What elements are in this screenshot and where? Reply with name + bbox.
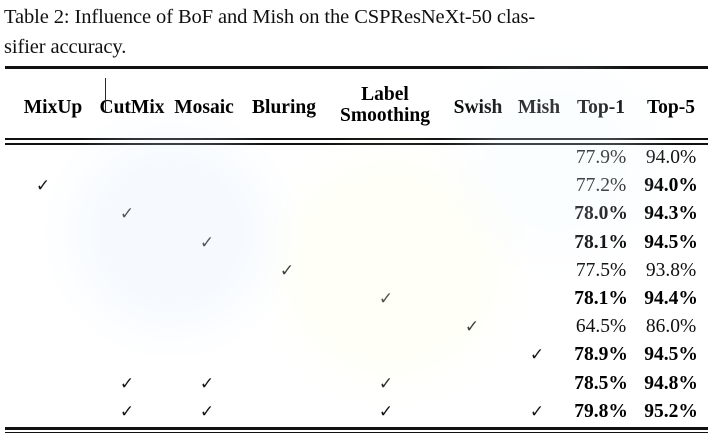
checkmark-icon: ✓	[378, 373, 394, 394]
text-cursor-artifact	[105, 78, 106, 113]
table-row: ✓ 78.1% 94.4%	[0, 286, 713, 314]
cell-top5-value: 94.5%	[644, 231, 698, 253]
cell-top1-value: 78.1%	[574, 287, 628, 309]
table-header-rule-lower	[5, 143, 708, 145]
table-row: ✓ ✓ ✓ ✓ 79.8% 95.2%	[0, 399, 713, 427]
column-header-label-smoothing-line-1: Label	[361, 84, 409, 105]
table-row: ✓ 78.0% 94.3%	[0, 201, 713, 229]
column-header-mish: Mish	[517, 97, 561, 118]
table-row: ✓ 78.1% 94.5%	[0, 230, 713, 258]
cell-top5-value: 94.0%	[645, 147, 697, 168]
column-header-top5: Top-5	[646, 97, 696, 118]
cell-top5-value: 93.8%	[645, 259, 697, 281]
table-row: ✓ 64.5% 86.0%	[0, 314, 713, 342]
cell-top1-value: 79.8%	[574, 400, 628, 422]
cell-top5-value: 94.0%	[644, 175, 698, 197]
cell-top5-value: 95.2%	[644, 400, 698, 422]
cell-top5-value: 94.5%	[644, 344, 698, 366]
checkmark-icon: ✓	[529, 345, 545, 366]
column-header-mosaic: Mosaic	[174, 97, 234, 118]
caption-line-1: Table 2: Influence of BoF and Mish on th…	[4, 6, 536, 28]
checkmark-icon: ✓	[529, 401, 545, 422]
table-header-rule-upper	[5, 138, 708, 140]
cell-top1-value: 77.2%	[575, 175, 627, 197]
checkmark-icon: ✓	[378, 288, 394, 309]
table-bottom-rule-lower	[5, 432, 708, 433]
cell-top1-value: 64.5%	[575, 316, 627, 338]
checkmark-icon: ✓	[199, 401, 215, 422]
checkmark-icon: ✓	[35, 176, 51, 197]
column-header-label-smoothing-line-2: Smoothing	[340, 105, 430, 126]
checkmark-icon: ✓	[464, 317, 480, 338]
table-top-rule	[5, 66, 708, 69]
caption-line-2: sifier accuracy.	[4, 36, 127, 58]
cell-top5-value: 94.4%	[644, 287, 698, 309]
table-row: 77.9% 94.0%	[0, 145, 713, 173]
column-header-bluring: Bluring	[252, 97, 316, 118]
cell-top1-value: 78.1%	[574, 231, 628, 253]
cell-top1-value: 78.5%	[574, 372, 628, 394]
table-row: ✓ ✓ ✓ 78.5% 94.8%	[0, 371, 713, 399]
cell-top5-value: 94.8%	[644, 372, 698, 394]
column-header-swish: Swish	[453, 97, 503, 118]
cell-top1-value: 78.9%	[574, 344, 628, 366]
table-row: ✓ 77.2% 94.0%	[0, 173, 713, 201]
checkmark-icon: ✓	[119, 401, 135, 422]
cell-top5-value: 86.0%	[645, 316, 697, 338]
cell-top1-value: 77.5%	[575, 259, 627, 281]
column-header-top1: Top-1	[576, 97, 626, 118]
checkmark-icon: ✓	[199, 373, 215, 394]
table-caption: Table 2: Influence of BoF and Mish on th…	[4, 2, 709, 62]
column-header-label-smoothing: Label Smoothing	[326, 84, 444, 126]
table-row: ✓ 78.9% 94.5%	[0, 342, 713, 370]
checkmark-icon: ✓	[119, 373, 135, 394]
table-body: 77.9% 94.0% ✓ 77.2% 94.0% ✓ 78.0% 94.3% ✓ 78.1% 94…	[0, 145, 713, 427]
table-header-row: MixUp CutMix Mosaic Bluring Label Smooth…	[0, 70, 713, 136]
column-header-mixup: MixUp	[23, 97, 83, 118]
cell-top1-value: 78.0%	[574, 203, 628, 225]
column-header-cutmix: CutMix	[99, 97, 165, 118]
table-bottom-rule-upper	[5, 427, 708, 430]
cell-top1-value: 77.9%	[575, 147, 627, 168]
table-row: ✓ 77.5% 93.8%	[0, 258, 713, 286]
checkmark-icon: ✓	[199, 232, 215, 253]
checkmark-icon: ✓	[279, 260, 295, 281]
checkmark-icon: ✓	[378, 401, 394, 422]
checkmark-icon: ✓	[119, 204, 135, 225]
cell-top5-value: 94.3%	[644, 203, 698, 225]
